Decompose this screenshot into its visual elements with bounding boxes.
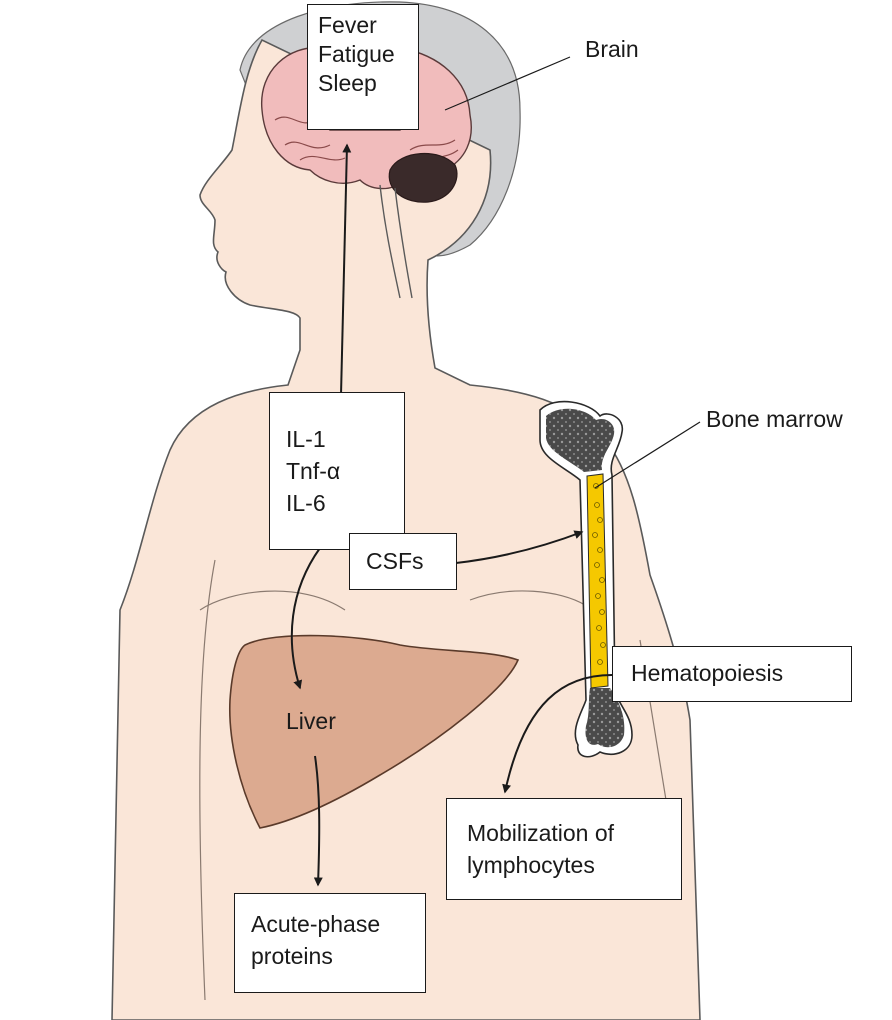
fatigue-label: Fatigue bbox=[318, 40, 408, 69]
tnf-alpha-label: Tnf-α bbox=[286, 455, 390, 487]
fever-label: Fever bbox=[318, 11, 408, 40]
il1-label: IL-1 bbox=[286, 423, 390, 455]
acute-phase-box: Acute-phase proteins bbox=[234, 893, 426, 993]
cytokines-box: IL-1 Tnf-α IL-6 bbox=[269, 392, 405, 550]
il6-label: IL-6 bbox=[286, 487, 390, 519]
liver-label: Liver bbox=[286, 708, 336, 735]
acute-phase-line-1: Acute-phase bbox=[251, 908, 425, 940]
hematopoiesis-box: Hematopoiesis bbox=[612, 646, 852, 702]
bone-marrow-label: Bone marrow bbox=[706, 406, 843, 433]
csfs-label: CSFs bbox=[366, 547, 456, 576]
csfs-box: CSFs bbox=[349, 533, 457, 590]
brain-label: Brain bbox=[585, 36, 639, 63]
hematopoiesis-label: Hematopoiesis bbox=[631, 659, 851, 688]
mobilization-box: Mobilization of lymphocytes bbox=[446, 798, 682, 900]
mobilization-line-1: Mobilization of bbox=[467, 817, 681, 849]
mobilization-line-2: lymphocytes bbox=[467, 849, 681, 881]
brain-effects-box: Fever Fatigue Sleep bbox=[307, 4, 419, 130]
cerebellum bbox=[389, 154, 457, 203]
acute-phase-line-2: proteins bbox=[251, 940, 425, 972]
sleep-label: Sleep bbox=[318, 69, 408, 98]
